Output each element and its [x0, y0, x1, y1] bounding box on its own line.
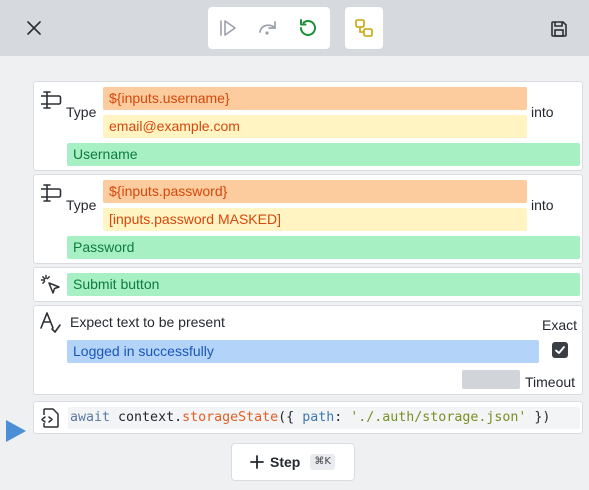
pick-locator-icon [355, 19, 373, 37]
code-token: './.auth/storage.json' [350, 410, 527, 425]
skip-step-button[interactable] [248, 7, 288, 49]
add-step-label: Step [270, 454, 301, 470]
text-cursor-icon [39, 182, 63, 204]
step-click-submit[interactable]: Submit button [33, 267, 583, 302]
timeout-input[interactable] [462, 370, 520, 389]
code-token: await [70, 410, 111, 425]
code-file-icon [39, 407, 63, 429]
value-field[interactable]: ${inputs.username} [103, 87, 527, 110]
save-icon [551, 21, 567, 37]
add-step-button[interactable]: Step ⌘K [231, 443, 355, 481]
toolbar [0, 0, 589, 56]
target-locator[interactable]: Password [67, 236, 580, 259]
run-step-button[interactable] [208, 7, 248, 49]
type-label: Type [66, 104, 97, 120]
check-icon [555, 346, 565, 354]
value-field[interactable]: ${inputs.password} [103, 180, 527, 203]
refresh-icon [300, 19, 316, 36]
close-icon [27, 21, 41, 35]
code-editor[interactable]: await context.storageState({ path: './.a… [68, 407, 580, 429]
resolved-value: [inputs.password MASKED] [103, 208, 527, 231]
code-token: context. [110, 410, 183, 425]
text-check-icon [39, 312, 63, 334]
into-label: into [531, 104, 554, 120]
code-token: storageState [182, 410, 279, 425]
expect-title: Expect text to be present [70, 314, 225, 330]
code-token: }) [526, 410, 551, 425]
step-type-password[interactable]: Type ${inputs.password} [inputs.password… [33, 174, 583, 264]
into-label: into [531, 197, 554, 213]
exact-checkbox[interactable] [552, 342, 568, 358]
close-button[interactable] [20, 14, 48, 42]
redo-icon [259, 21, 276, 35]
save-button[interactable] [544, 14, 574, 44]
exact-label: Exact [542, 317, 578, 333]
resolved-value: email@example.com [103, 115, 527, 138]
code-token: path [302, 410, 335, 425]
pick-locator-button[interactable] [345, 7, 383, 49]
current-step-marker-icon [6, 420, 26, 442]
expected-text-field[interactable]: Logged in successfully [67, 340, 539, 363]
play-step-icon [220, 20, 236, 36]
target-locator[interactable]: Username [67, 143, 580, 166]
code-token: ({ [278, 410, 303, 425]
reload-button[interactable] [288, 7, 328, 49]
code-token: : [334, 410, 351, 425]
target-locator[interactable]: Submit button [67, 273, 580, 296]
type-label: Type [66, 197, 97, 213]
shortcut-badge: ⌘K [310, 454, 335, 470]
text-cursor-icon [39, 89, 63, 111]
plus-icon [250, 455, 264, 469]
pointer-click-icon [39, 274, 63, 296]
timeout-label: Timeout [525, 374, 576, 390]
step-expect-text[interactable]: Expect text to be present Exact Logged i… [33, 305, 583, 395]
step-code[interactable]: await context.storageState({ path: './.a… [33, 401, 583, 434]
step-type-username[interactable]: Type ${inputs.username} email@example.co… [33, 81, 583, 171]
run-controls [208, 7, 330, 49]
